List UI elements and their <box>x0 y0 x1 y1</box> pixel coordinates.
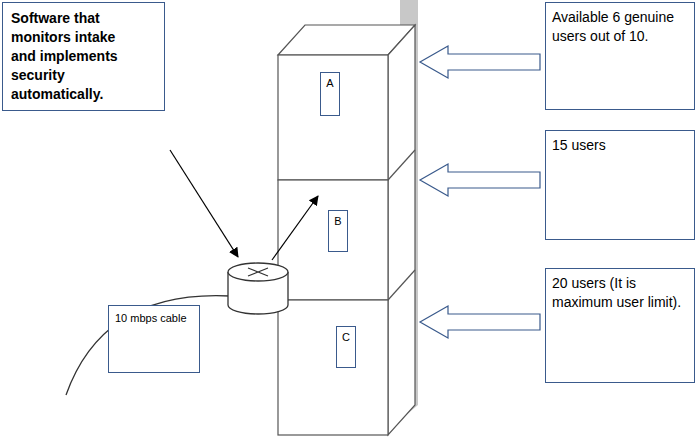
floor-a <box>278 55 388 180</box>
block-arrow <box>420 46 540 78</box>
router-top <box>228 263 288 281</box>
floor-c <box>278 300 388 435</box>
building-side <box>388 25 415 435</box>
node-text: Software that monitors intake and implem… <box>11 9 123 104</box>
block-arrow <box>420 164 540 196</box>
node-text: 20 users (It is maximum user limit). <box>552 274 688 312</box>
node-text: C <box>338 330 354 345</box>
info-box: Available 6 genuine users out of 10. <box>545 2 695 110</box>
node-text: 15 users <box>552 136 688 155</box>
node-text: 10 mbps cable <box>115 311 193 326</box>
floor-line <box>388 150 415 180</box>
room-box: A <box>320 72 340 116</box>
callout-arrow <box>170 150 238 257</box>
router-symbol <box>248 268 268 276</box>
callout-box: Software that monitors intake and implem… <box>2 2 165 111</box>
node-text: A <box>322 76 338 91</box>
info-box: 20 users (It is maximum user limit). <box>545 268 695 383</box>
room-box: B <box>328 210 348 252</box>
router-arrow <box>272 196 318 260</box>
floor-b <box>278 180 388 300</box>
block-arrow <box>420 306 540 338</box>
info-box: 15 users <box>545 130 695 240</box>
floor-line <box>388 270 415 300</box>
node-text: Available 6 genuine users out of 10. <box>552 8 688 46</box>
node-text: B <box>330 214 346 229</box>
cable <box>66 296 230 395</box>
cable-label-box: 10 mbps cable <box>108 305 200 373</box>
room-box: C <box>336 326 356 368</box>
